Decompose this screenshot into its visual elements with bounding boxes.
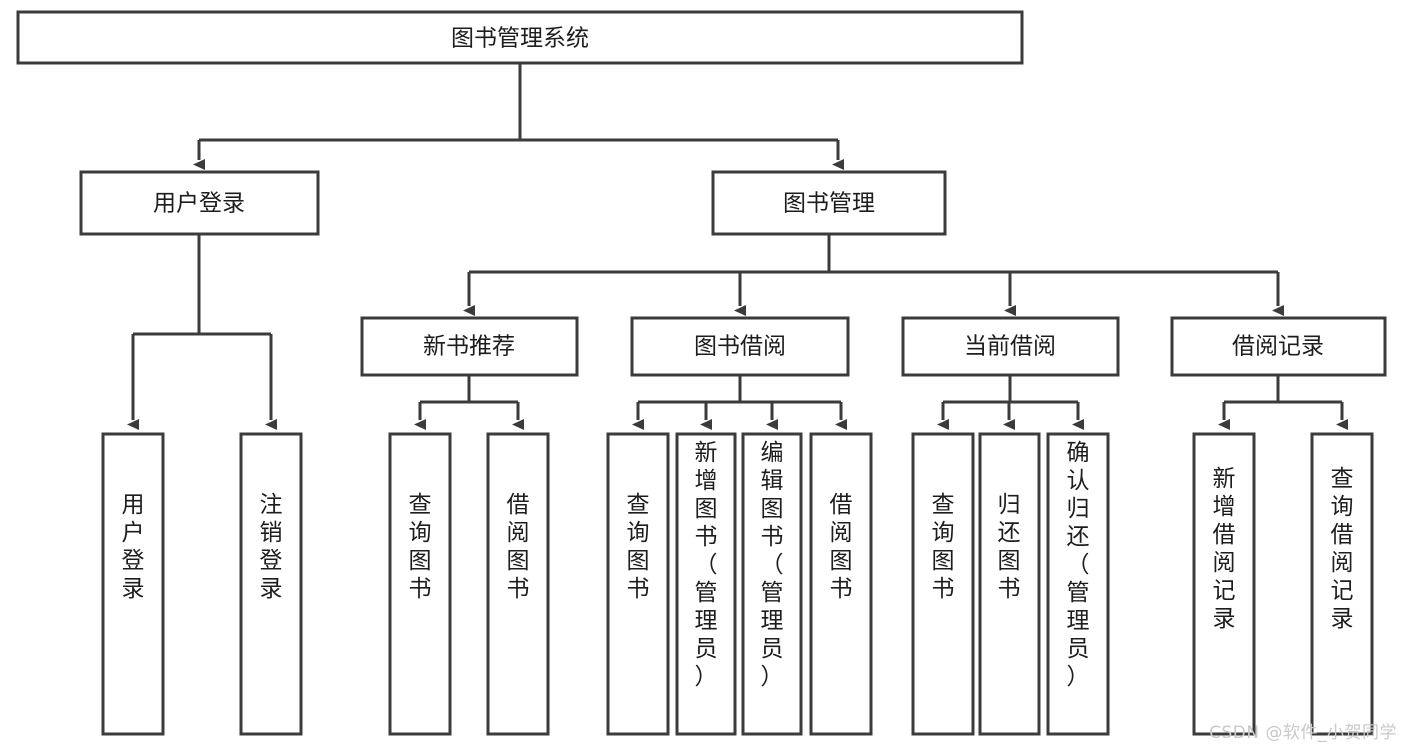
node-borrow-record-label: 借阅记录 bbox=[1232, 334, 1324, 360]
node-current-borrow-label: 当前借阅 bbox=[964, 334, 1056, 360]
leaf-book-borrow-3-label: 借阅图书 bbox=[830, 492, 853, 602]
node-current-borrow[interactable]: 当前借阅 bbox=[901, 316, 1120, 377]
leaf-user-login-1-box[interactable] bbox=[239, 432, 303, 736]
node-user-login-box[interactable] bbox=[79, 170, 320, 236]
leaf-book-borrow-0-box[interactable] bbox=[606, 432, 670, 736]
edges-layer bbox=[127, 63, 1348, 430]
leaf-current-borrow-0-label: 查询图书 bbox=[932, 492, 955, 602]
node-root-label: 图书管理系统 bbox=[451, 26, 589, 52]
leaf-current-borrow-1-box[interactable] bbox=[978, 432, 1041, 736]
node-book-manage[interactable]: 图书管理 bbox=[711, 170, 947, 236]
leaf-borrow-record-1[interactable]: 查询借阅记录 bbox=[1310, 432, 1374, 736]
node-book-borrow-label: 图书借阅 bbox=[694, 334, 786, 360]
leaf-new-book-0-label: 查询图书 bbox=[409, 492, 432, 602]
leaf-new-book-1-box[interactable] bbox=[486, 432, 550, 736]
node-root-box[interactable] bbox=[16, 10, 1024, 65]
leaf-new-book-0-box[interactable] bbox=[388, 432, 452, 736]
leaf-current-borrow-1[interactable]: 归还图书 bbox=[978, 432, 1041, 736]
leaf-current-borrow-2-box[interactable] bbox=[1046, 432, 1110, 736]
leaf-book-borrow-0-label: 查询图书 bbox=[627, 492, 650, 602]
node-current-borrow-box[interactable] bbox=[901, 316, 1120, 377]
leaf-book-borrow-0[interactable]: 查询图书 bbox=[606, 432, 670, 736]
leaf-current-borrow-0[interactable]: 查询图书 bbox=[911, 432, 975, 736]
node-borrow-record[interactable]: 借阅记录 bbox=[1170, 316, 1387, 377]
leaf-book-borrow-3-box[interactable] bbox=[809, 432, 873, 736]
leaf-borrow-record-0[interactable]: 新增借阅记录 bbox=[1192, 432, 1256, 736]
leaf-borrow-record-1-label: 查询借阅记录 bbox=[1331, 466, 1354, 632]
leaf-borrow-record-0-label: 新增借阅记录 bbox=[1213, 466, 1236, 632]
leaf-book-borrow-2-box[interactable] bbox=[741, 432, 803, 736]
node-book-borrow[interactable]: 图书借阅 bbox=[630, 316, 850, 377]
leaf-borrow-record-1-box[interactable] bbox=[1310, 432, 1374, 736]
leaf-book-borrow-2-label: 编辑图书（管理员） bbox=[761, 440, 784, 690]
leaf-new-book-1[interactable]: 借阅图书 bbox=[486, 432, 550, 736]
node-borrow-record-box[interactable] bbox=[1170, 316, 1387, 377]
leaf-borrow-record-0-box[interactable] bbox=[1192, 432, 1256, 736]
leaf-user-login-1[interactable]: 注销登录 bbox=[239, 432, 303, 736]
leaf-user-login-0[interactable]: 用户登录 bbox=[101, 432, 165, 736]
node-user-login-label: 用户登录 bbox=[153, 191, 245, 217]
leaf-user-login-0-label: 用户登录 bbox=[122, 492, 145, 602]
leaf-current-borrow-2-label: 确认归还（管理员） bbox=[1067, 440, 1090, 690]
node-book-manage-box[interactable] bbox=[711, 170, 947, 236]
leaf-user-login-1-label: 注销登录 bbox=[260, 492, 283, 602]
leaf-book-borrow-1[interactable]: 新增图书（管理员） bbox=[675, 432, 737, 736]
leaf-book-borrow-3[interactable]: 借阅图书 bbox=[809, 432, 873, 736]
node-book-manage-label: 图书管理 bbox=[783, 191, 875, 217]
leaf-current-borrow-1-label: 归还图书 bbox=[998, 492, 1021, 602]
leaf-book-borrow-1-label: 新增图书（管理员） bbox=[695, 440, 718, 690]
node-root[interactable]: 图书管理系统 bbox=[16, 10, 1024, 65]
leaf-new-book-0[interactable]: 查询图书 bbox=[388, 432, 452, 736]
leaf-new-book-1-label: 借阅图书 bbox=[507, 492, 530, 602]
leaf-current-borrow-0-box[interactable] bbox=[911, 432, 975, 736]
node-new-book-recommend-box[interactable] bbox=[360, 316, 579, 377]
node-book-borrow-box[interactable] bbox=[630, 316, 850, 377]
leaf-user-login-0-box[interactable] bbox=[101, 432, 165, 736]
node-user-login[interactable]: 用户登录 bbox=[79, 170, 320, 236]
leaf-book-borrow-1-box[interactable] bbox=[675, 432, 737, 736]
node-new-book-recommend-label: 新书推荐 bbox=[423, 334, 515, 360]
leaf-current-borrow-2[interactable]: 确认归还（管理员） bbox=[1046, 432, 1110, 736]
leaf-book-borrow-2[interactable]: 编辑图书（管理员） bbox=[741, 432, 803, 736]
csdn-watermark: CSDN @软件_小贺同学 bbox=[1209, 723, 1397, 743]
node-new-book-recommend[interactable]: 新书推荐 bbox=[360, 316, 579, 377]
